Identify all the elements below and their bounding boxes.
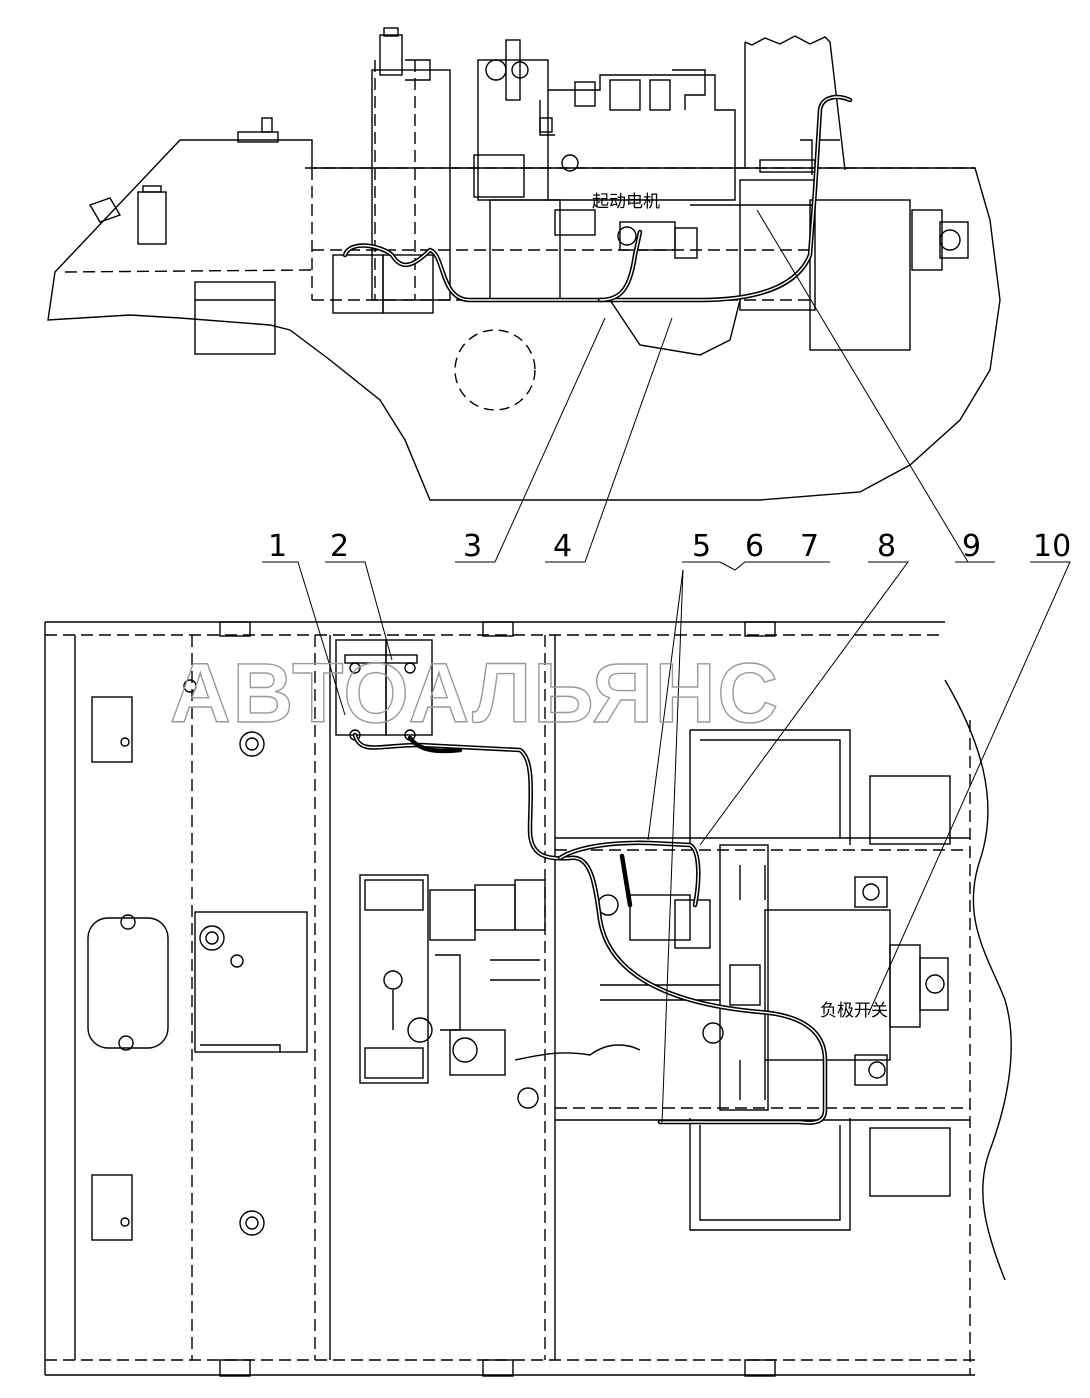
callout-7: 7: [800, 529, 819, 564]
callout-8: 8: [877, 529, 896, 564]
transmission-side: [739, 139, 969, 351]
exhaust-stack: [744, 35, 846, 171]
callout-2: 2: [330, 529, 349, 564]
watermark: АВТОАЛЬЯНС: [170, 646, 780, 740]
callout-4: 4: [553, 529, 572, 564]
negative-switch-label: 负极开关: [820, 1001, 888, 1021]
frame-right-edge: [944, 679, 1012, 1281]
battery-2-top: [385, 639, 433, 736]
top-view: 负极开关: [44, 621, 1012, 1377]
batteries-top: [335, 639, 433, 741]
transmission-top: [597, 729, 951, 1231]
callout-numbers: 1 2 3 4 5 6 7 8 9 10: [268, 529, 1071, 564]
starter-motor-side: [617, 221, 698, 259]
engine-top: [359, 874, 641, 1109]
battery-box-side: [194, 281, 276, 355]
harness-cable-top: [352, 732, 828, 1125]
callout-9: 9: [962, 529, 981, 564]
callout-1: 1: [268, 529, 287, 564]
callout-6: 6: [745, 529, 764, 564]
side-view: 起动电机: [47, 27, 1001, 501]
battery-2-side: [382, 254, 434, 314]
callout-10: 10: [1033, 529, 1071, 564]
fuel-tank-cover: [87, 917, 169, 1049]
top-leaders: [262, 561, 1071, 1124]
side-leaders: [455, 209, 995, 563]
harness-cable-side: [342, 94, 853, 303]
starter-motor-label: 起动电机: [592, 192, 660, 212]
callout-3: 3: [463, 529, 482, 564]
callout-5: 5: [692, 529, 711, 564]
wheel-dashed: [454, 329, 536, 411]
